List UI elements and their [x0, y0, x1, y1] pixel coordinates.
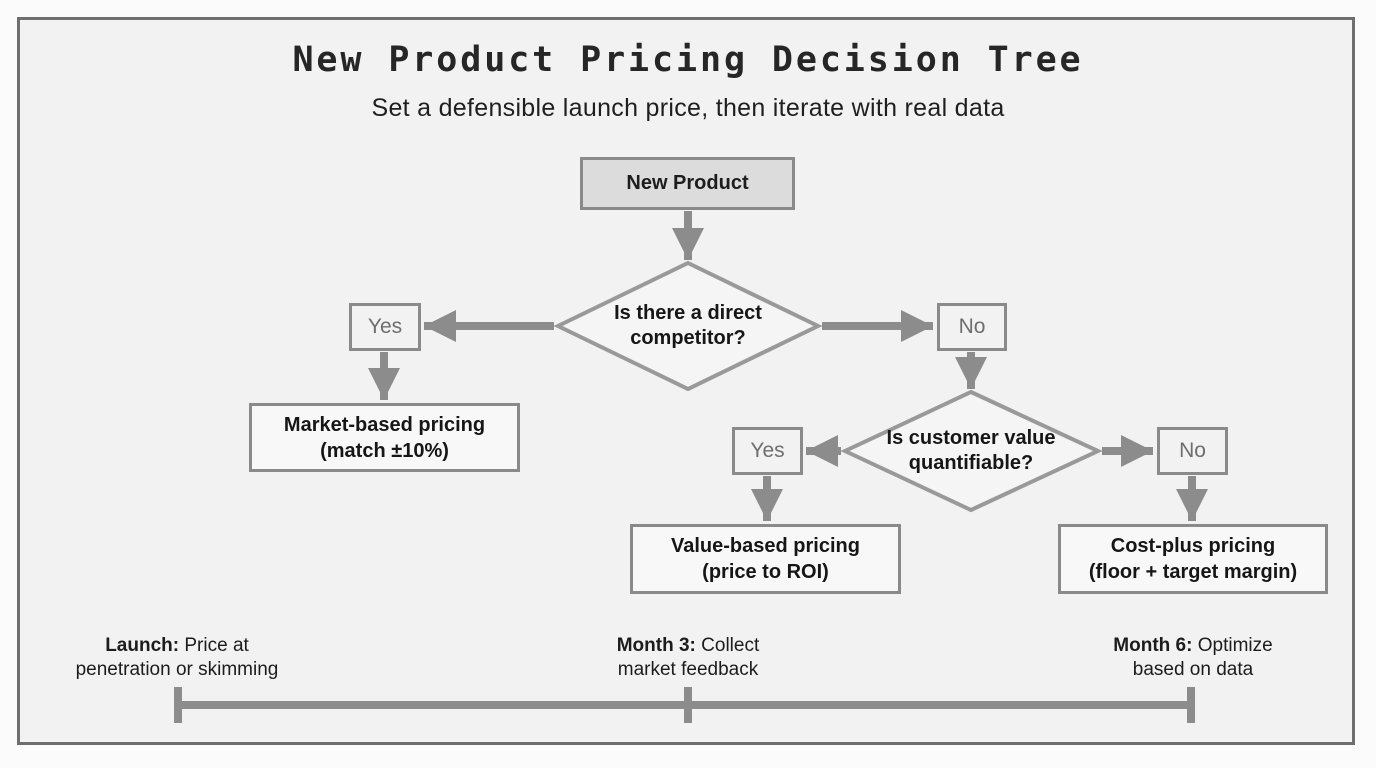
cost-pricing-line2: (floor + target margin) [1088, 561, 1298, 583]
milestone-launch: Launch: Price at penetration or skimming [47, 634, 307, 682]
milestone-month3-rest: Collect [695, 635, 760, 656]
milestone-month6-rest: Optimize [1192, 635, 1273, 656]
milestone-month6-line1: Month 6: Optimize [1063, 634, 1323, 658]
cost-pricing-line1: Cost-plus pricing [1110, 535, 1276, 557]
milestone-month3-line1: Month 3: Collect [558, 634, 818, 658]
value-pricing-line2: (price to ROI) [702, 561, 829, 583]
node-value-based-pricing: Value-based pricing (price to ROI) [630, 524, 901, 594]
branch-yes-competitor: Yes [349, 303, 421, 351]
node-market-based-pricing: Market-based pricing (match ±10%) [249, 403, 520, 472]
milestone-month3: Month 3: Collect market feedback [558, 634, 818, 682]
branch-no-value: No [1157, 427, 1228, 475]
milestone-launch-line2: penetration or skimming [75, 658, 279, 680]
node-new-product: New Product [580, 157, 795, 210]
decision-competitor-line1: Is there a direct [614, 302, 762, 324]
node-cost-plus-pricing: Cost-plus pricing (floor + target margin… [1058, 524, 1328, 594]
milestone-month6: Month 6: Optimize based on data [1063, 634, 1323, 682]
milestone-month3-line2: market feedback [617, 658, 759, 680]
milestone-month3-prefix: Month 3: [616, 635, 696, 656]
value-pricing-line1: Value-based pricing [671, 535, 860, 557]
market-pricing-line1: Market-based pricing [283, 413, 486, 436]
page-subtitle: Set a defensible launch price, then iter… [371, 94, 1005, 122]
decision-competitor-label: Is there a direct competitor? [578, 301, 798, 351]
market-pricing-line2: (match ±10%) [320, 439, 449, 462]
milestone-launch-prefix: Launch: [105, 635, 180, 656]
page-title: New Product Pricing Decision Tree [292, 40, 1084, 80]
milestone-month6-line2: based on data [1132, 658, 1254, 680]
decision-competitor-line2: competitor? [630, 327, 746, 349]
branch-yes-value: Yes [732, 427, 803, 475]
branch-no-competitor: No [937, 303, 1007, 351]
milestone-launch-line1: Launch: Price at [47, 634, 307, 658]
decision-value-line1: Is customer value [886, 427, 1056, 449]
milestone-launch-rest: Price at [179, 635, 249, 656]
decision-value-line2: quantifiable? [908, 452, 1034, 474]
decision-value-label: Is customer value quantifiable? [856, 426, 1086, 476]
milestone-month6-prefix: Month 6: [1113, 635, 1193, 656]
